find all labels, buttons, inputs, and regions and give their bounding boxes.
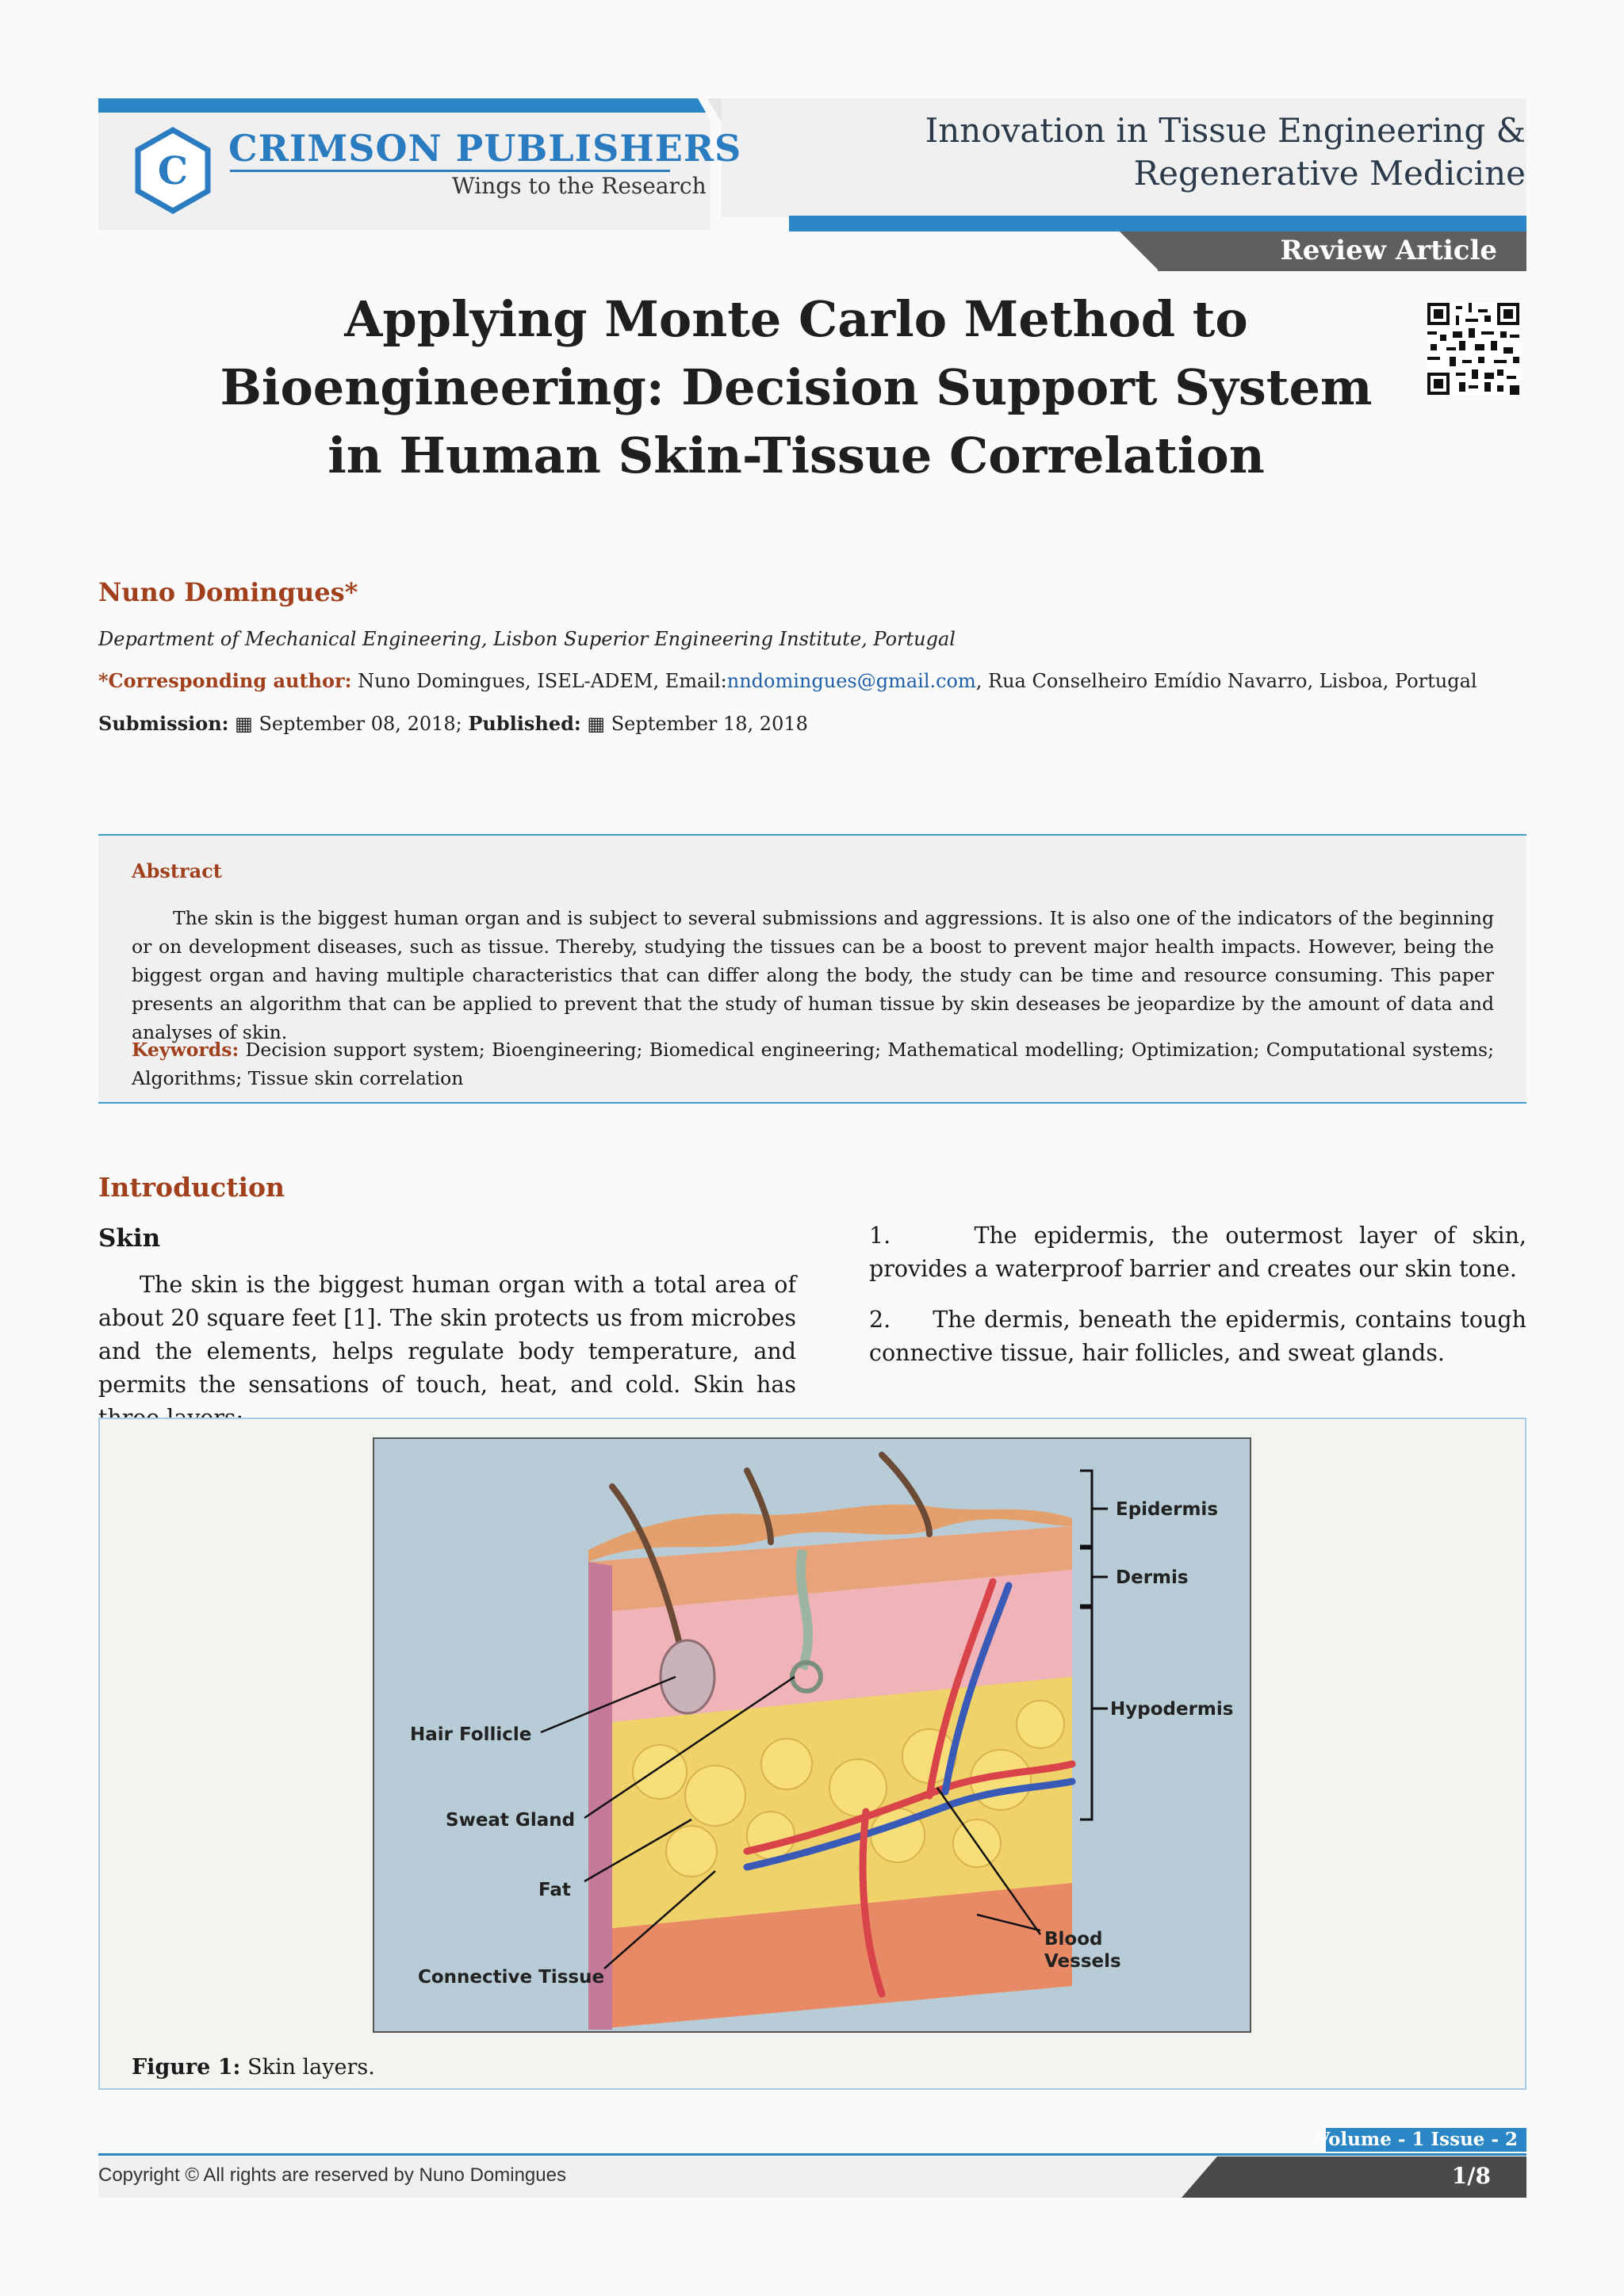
author-affiliation: Department of Mechanical Engineering, Li… — [98, 628, 956, 650]
submission-label: Submission: — [98, 712, 229, 735]
title-line3: in Human Skin-Tissue Correlation — [327, 427, 1265, 484]
footer-rule — [98, 2153, 1526, 2156]
label-blood: Blood — [1044, 1929, 1102, 1950]
skin-layers-list: 1. The epidermis, the outermost layer of… — [869, 1219, 1526, 1387]
journal-name: Innovation in Tissue Engineering & Regen… — [925, 109, 1526, 195]
abstract-heading: Abstract — [132, 859, 222, 882]
corresponding-author: *Corresponding author: Nuno Domingues, I… — [98, 669, 1477, 692]
publication-dates: Submission: ▦ September 08, 2018; Publis… — [98, 712, 808, 735]
crimson-logo-icon: C — [135, 127, 211, 214]
subsection-heading-skin: Skin — [98, 1224, 161, 1253]
published-label: Published: — [468, 712, 581, 735]
review-tab-notch — [1120, 232, 1167, 271]
label-hair-follicle: Hair Follicle — [410, 1724, 531, 1745]
journal-name-line1: Innovation in Tissue Engineering & — [925, 111, 1526, 150]
abstract-box — [98, 834, 1526, 1104]
skin-layers-illustration: Epidermis Dermis Hypodermis Hair Follicl… — [373, 1437, 1251, 2033]
published-date: September 18, 2018 — [605, 713, 808, 735]
header-right-panel — [722, 98, 1526, 217]
keywords-label: Keywords: — [132, 1039, 239, 1061]
keywords: Keywords: Decision support system; Bioen… — [132, 1035, 1494, 1093]
corresponding-text: Nuno Domingues, ISEL-ADEM, Email: — [351, 670, 727, 692]
label-fat: Fat — [538, 1880, 571, 1900]
volume-badge — [1326, 2128, 1526, 2152]
section-heading-introduction: Introduction — [98, 1172, 285, 1203]
article-type-banner — [1158, 232, 1526, 271]
header-right-accent-bar — [789, 216, 1526, 232]
label-epidermis: Epidermis — [1116, 1499, 1218, 1520]
title-line1: Applying Monte Carlo Method to — [344, 290, 1248, 348]
copyright-notice: Copyright © All rights are reserved by N… — [98, 2164, 566, 2186]
list-item: 2. The dermis, beneath the epidermis, co… — [869, 1307, 1526, 1366]
corresponding-label: *Corresponding author: — [98, 669, 352, 692]
calendar-icon: ▦ — [587, 713, 606, 735]
abstract-text: The skin is the biggest human organ and … — [132, 907, 1494, 1043]
page-number-tab — [1182, 2156, 1526, 2198]
logo-letter: C — [158, 149, 188, 193]
publisher-name: CRIMSON PUBLISHERS — [228, 127, 742, 170]
keywords-list: Decision support system; Bioengineering;… — [132, 1039, 1494, 1089]
corresponding-address: , Rua Conselheiro Emídio Navarro, Lisboa… — [975, 670, 1477, 692]
publisher-tagline: Wings to the Research — [452, 173, 707, 199]
figure-caption-label: Figure 1: — [132, 2055, 241, 2080]
volume-issue: Volume - 1 Issue - 2 — [1316, 2129, 1518, 2150]
calendar-icon: ▦ — [235, 713, 253, 735]
label-vessels: Vessels — [1044, 1951, 1121, 1972]
article-type: Review Article — [1280, 235, 1497, 266]
label-connective-tissue: Connective Tissue — [418, 1967, 604, 1988]
list-item: 1. The epidermis, the outermost layer of… — [869, 1223, 1526, 1282]
brand-underline — [230, 170, 670, 172]
label-hypodermis: Hypodermis — [1110, 1699, 1233, 1720]
qr-code-icon[interactable] — [1427, 303, 1519, 395]
figure-caption: Figure 1: Skin layers. — [132, 2055, 375, 2080]
submission-date: September 08, 2018; — [252, 713, 462, 735]
author-name: Nuno Domingues* — [98, 577, 358, 607]
label-dermis: Dermis — [1116, 1567, 1189, 1588]
journal-name-line2: Regenerative Medicine — [1133, 154, 1526, 193]
author-email-link[interactable]: nndomingues@gmail.com — [726, 670, 976, 692]
title-line2: Bioengineering: Decision Support System — [220, 358, 1373, 416]
body-paragraph: The skin is the biggest human organ with… — [98, 1272, 796, 1431]
page-number: 1/8 — [1451, 2163, 1491, 2189]
header-accent-bar — [98, 98, 710, 113]
figure-caption-text: Skin layers. — [240, 2055, 375, 2080]
paper-title: Applying Monte Carlo Method to Bioengine… — [198, 285, 1394, 490]
label-sweat-gland: Sweat Gland — [446, 1810, 575, 1831]
